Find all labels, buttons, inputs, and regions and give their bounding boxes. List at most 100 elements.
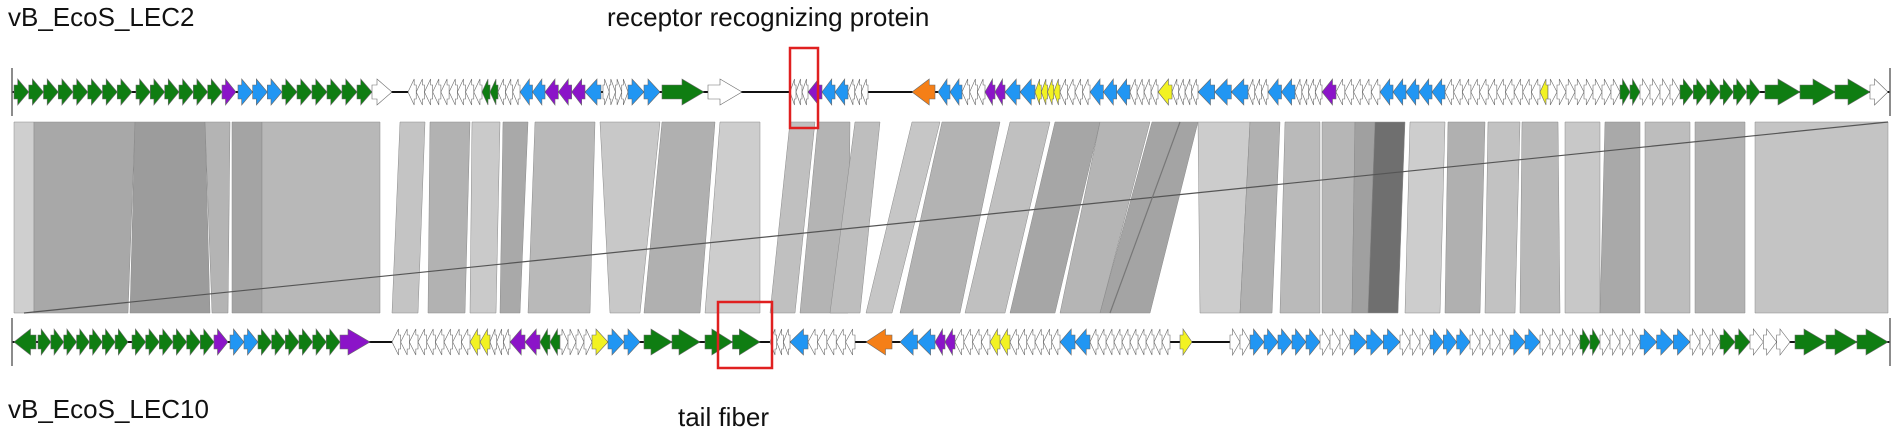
top-gene-arrow [1583, 78, 1594, 106]
top-gene-arrow [1314, 78, 1323, 106]
bottom-gene-arrow [159, 328, 174, 356]
top-gene-arrow [1136, 78, 1145, 106]
top-gene-arrow [1074, 78, 1083, 106]
similarity-band [1444, 121, 1486, 314]
bottom-gene-arrow [1179, 328, 1193, 356]
top-gene-arrow [1379, 78, 1394, 106]
top-gene-arrow [1639, 77, 1651, 107]
bottom-gene-arrow [972, 328, 982, 356]
bottom-gene-arrow [1145, 328, 1155, 356]
bottom-gene-arrow [479, 327, 491, 357]
top-gene-arrow [1353, 78, 1363, 106]
bottom-gene-arrow [1579, 327, 1591, 357]
top-gene-arrow [1799, 78, 1836, 106]
bottom-gene-arrow [1349, 328, 1368, 356]
bottom-gene-arrow [1161, 328, 1171, 356]
bottom-gene-arrow [186, 328, 201, 356]
top-gene-arrow [707, 78, 743, 106]
similarity-band [1484, 121, 1521, 314]
top-gene-arrow [1719, 78, 1734, 106]
bottom-gene-arrow [1059, 328, 1076, 356]
similarity-band [1404, 121, 1446, 314]
similarity-band [964, 121, 1051, 314]
bottom-gene-arrow [643, 328, 673, 356]
bottom-gene-arrow [989, 327, 1001, 357]
bottom-gene-arrow [1043, 328, 1052, 356]
bottom-gene-arrow [559, 328, 569, 356]
top-gene-arrow [1513, 78, 1524, 106]
top-gene-arrow [281, 78, 298, 106]
bottom-gene-arrow [671, 328, 701, 356]
bottom-gene-arrow [1639, 328, 1658, 356]
top-gene-arrow [1522, 78, 1532, 106]
bottom-gene-arrow [999, 327, 1011, 357]
callout-label-receptor: receptor recognizing protein [607, 2, 930, 32]
top-gene-arrow [807, 78, 823, 106]
similarity-band [1599, 121, 1641, 314]
top-gene-arrow [341, 78, 358, 106]
bottom-gene-arrow [567, 328, 577, 356]
top-gene-arrow [1764, 78, 1801, 106]
top-gene-arrow [267, 78, 283, 106]
genome-track-top [11, 68, 1891, 116]
top-gene-arrow [505, 78, 513, 106]
top-gene-arrow [440, 78, 450, 106]
top-gene-arrow [13, 78, 30, 106]
top-gene-arrow [627, 78, 645, 106]
crossing-alignment-line [23, 121, 1889, 314]
bottom-gene-arrow [607, 328, 625, 356]
bottom-gene-arrow [1229, 327, 1241, 357]
top-gene-arrow [326, 78, 343, 106]
top-gene-arrow [977, 78, 986, 106]
bottom-gene-arrow [1549, 327, 1561, 357]
top-gene-arrow [135, 78, 151, 106]
top-gene-arrow [1067, 78, 1076, 106]
top-gene-arrow [615, 78, 623, 106]
top-gene-arrow [43, 78, 59, 106]
genome-label-top: vB_EcoS_LEC2 [8, 2, 195, 32]
top-gene-arrow [961, 78, 970, 106]
top-gene-arrow [1184, 78, 1192, 106]
top-gene-arrow [1592, 78, 1603, 106]
bottom-gene-arrow [50, 328, 65, 356]
top-gene-arrow [1669, 77, 1681, 107]
top-gene-arrow [512, 78, 521, 106]
top-gene-arrow [28, 78, 44, 106]
top-gene-arrow [1601, 78, 1612, 106]
bottom-gene-arrow [271, 328, 286, 356]
bottom-gene-arrow [1249, 328, 1265, 356]
bottom-gene-arrow [1479, 327, 1491, 357]
bottom-gene-arrow [1018, 328, 1027, 356]
bottom-gene-arrow [1399, 327, 1411, 357]
bottom-gene-arrow [63, 328, 77, 356]
top-gene-arrow [1150, 78, 1159, 106]
bottom-gene-arrow [1443, 328, 1458, 356]
bottom-gene-arrow [391, 328, 401, 356]
top-gene-arrow [1659, 77, 1671, 107]
bottom-gene-arrow [1419, 327, 1431, 357]
top-gene-arrow [1191, 78, 1199, 106]
similarity-band [769, 121, 816, 314]
bottom-gene-arrow [131, 328, 147, 356]
bottom-gene-arrow [1629, 327, 1641, 357]
bottom-gene-arrow [1763, 328, 1778, 356]
top-gene-arrow [1693, 78, 1708, 106]
bottom-gene-arrow [1749, 328, 1764, 356]
similarity-band [1367, 121, 1406, 314]
bottom-gene-arrow [1121, 328, 1131, 356]
top-gene-arrow [821, 78, 836, 106]
bottom-gene-arrow [76, 328, 90, 356]
bottom-gene-arrow [400, 328, 410, 356]
top-gene-arrow [1418, 78, 1433, 106]
top-gene-arrow [1129, 78, 1138, 106]
similarity-band [527, 121, 596, 314]
bottom-gene-arrow [1559, 327, 1571, 357]
bottom-gene-arrow [496, 328, 504, 356]
similarity-band [469, 121, 501, 314]
bottom-gene-arrow [114, 328, 129, 356]
top-gene-arrow [1344, 78, 1354, 106]
top-gene-arrow [1574, 78, 1585, 106]
top-gene-arrow [1301, 78, 1309, 106]
bottom-gene-arrow [963, 328, 973, 356]
